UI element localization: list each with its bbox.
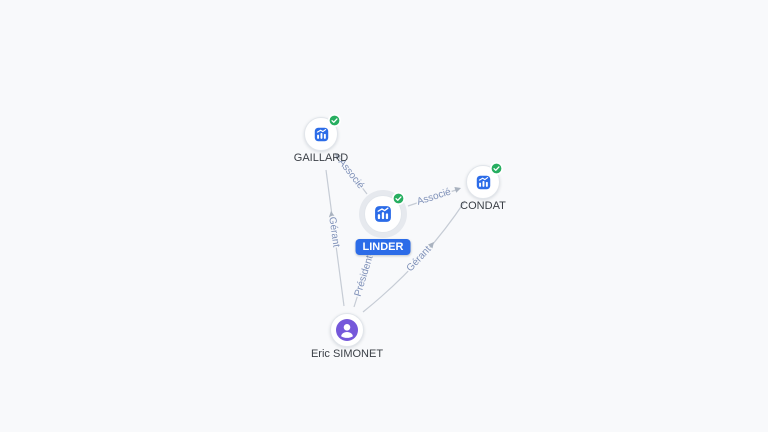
arrowhead-icon bbox=[454, 187, 461, 193]
edge-line[interactable] bbox=[337, 155, 368, 195]
node-label[interactable]: GAILLARD bbox=[293, 152, 349, 164]
company-icon bbox=[476, 175, 490, 189]
edge-linder-condat: Associé bbox=[407, 185, 461, 209]
node-label[interactable]: CONDAT bbox=[460, 200, 506, 212]
node-eric-simonet-bubble[interactable] bbox=[330, 313, 364, 347]
verified-check-icon bbox=[490, 162, 503, 175]
node-label-selected[interactable]: LINDER bbox=[355, 239, 411, 255]
edge-label: Associé bbox=[416, 186, 453, 207]
node-linder-bubble[interactable] bbox=[364, 192, 405, 233]
company-icon bbox=[375, 206, 391, 222]
arrowhead-icon bbox=[427, 242, 434, 249]
arrowhead-icon bbox=[335, 153, 342, 160]
edge-simonet-gaillard: Gérant bbox=[325, 169, 345, 307]
company-icon bbox=[314, 127, 328, 141]
node-gaillard-bubble[interactable] bbox=[304, 114, 341, 151]
arrowhead-icon bbox=[328, 211, 335, 218]
edge-line[interactable] bbox=[325, 169, 345, 307]
edge-line[interactable] bbox=[362, 200, 466, 313]
verified-check-icon bbox=[328, 114, 341, 127]
edge-label: Président bbox=[353, 254, 376, 298]
verified-check-icon bbox=[392, 192, 405, 205]
node-condat-bubble[interactable] bbox=[466, 162, 503, 199]
edge-label: Gérant bbox=[326, 216, 341, 248]
node-label[interactable]: Eric SIMONET bbox=[310, 348, 384, 360]
edge-line[interactable] bbox=[407, 188, 460, 207]
person-icon bbox=[336, 319, 358, 341]
